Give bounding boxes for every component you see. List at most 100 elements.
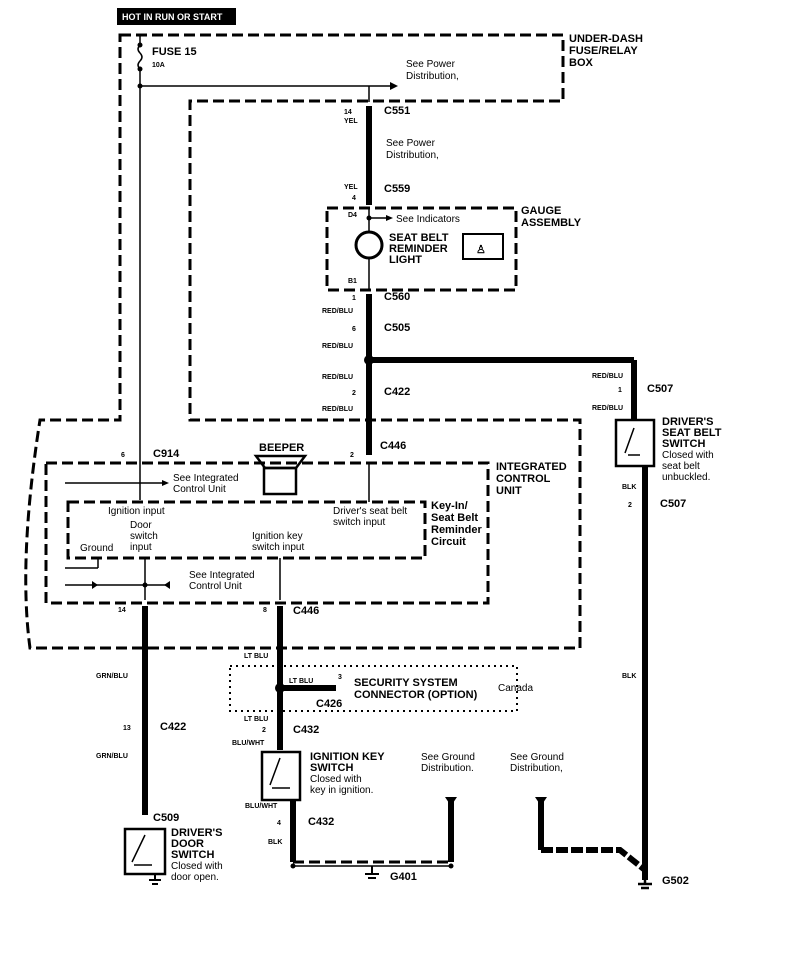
c559-pin: 4 — [352, 195, 356, 202]
seat-belt-switch-name-2: SEAT BELT — [662, 427, 722, 439]
c432a-label: C432 — [293, 724, 319, 736]
keyin-label-1: Key-In/ — [431, 500, 468, 512]
ground-input-label: Ground — [80, 543, 113, 554]
hot-in-run-label: HOT IN RUN OR START — [122, 12, 223, 22]
seat-belt-switch-icon — [614, 418, 656, 468]
ground-icon — [365, 866, 379, 879]
pin-14: 14 — [118, 607, 126, 614]
c426-label: C426 — [316, 698, 342, 710]
ignition-key-switch: BLU/WHT IGNITION KEY SWITCH Closed with … — [232, 740, 385, 862]
wire-color-grn-blu-1: GRN/BLU — [96, 673, 128, 680]
wire-color-blu-wht-1: BLU/WHT — [232, 740, 265, 747]
beeper: BEEPER — [253, 442, 308, 496]
c507b-pin: 2 — [628, 502, 632, 509]
g502-label: G502 — [662, 875, 689, 887]
under-dash-label-2: FUSE/RELAY — [569, 45, 638, 57]
wire-color-blk-2: BLK — [622, 673, 636, 680]
seat-belt-switch-desc-2: seat belt — [662, 461, 700, 472]
power-dist-note-2b: Distribution, — [386, 150, 439, 161]
hot-in-run-tag: HOT IN RUN OR START — [117, 8, 236, 25]
wire-color-red-blu-6: RED/BLU — [592, 405, 623, 412]
gauge-label-1: GAUGE — [521, 205, 561, 217]
door-input-label-1: Door — [130, 520, 152, 531]
door-switch-desc-1: Closed with — [171, 861, 223, 872]
c446a-label: C446 — [380, 440, 406, 452]
under-dash-label-3: BOX — [569, 57, 594, 69]
seat-belt-figure-icon: ♙ — [476, 244, 486, 256]
ignition-switch-name-2: SWITCH — [310, 762, 353, 774]
ignition-key-input-label-2: switch input — [252, 542, 304, 553]
ground-dist-note-2a: See Ground — [510, 752, 564, 763]
keyin-label-3: Reminder — [431, 524, 482, 536]
integrated-control-unit: INTEGRATED CONTROL UNIT 6 C914 See Integ… — [44, 442, 567, 605]
c432b-pin: 4 — [277, 820, 281, 827]
beeper-label: BEEPER — [259, 442, 304, 454]
wire-color-blk-1: BLK — [622, 484, 636, 491]
door-input-label-2: switch — [130, 531, 158, 542]
wire-color-lt-blu-1: LT BLU — [244, 653, 268, 660]
c914-label: C914 — [153, 448, 180, 460]
c507b-label: C507 — [660, 498, 686, 510]
fuse-icon — [137, 44, 143, 70]
see-icu-note-1a: See Integrated — [173, 473, 239, 484]
power-dist-note-1b: Distribution, — [406, 71, 459, 82]
seat-belt-switch-desc-1: Closed with — [662, 450, 714, 461]
ignition-key-input-label-1: Ignition key — [252, 531, 303, 542]
under-dash-boundary — [24, 33, 582, 650]
lower-wires: 14 8 C446 GRN/BLU 13 C422 GRN/BLU LT BLU — [96, 605, 319, 815]
c432a-pin: 2 — [262, 727, 266, 734]
ground-icon — [638, 876, 652, 890]
seat-belt-switch-branch: RED/BLU 1 C507 RED/BLU DRIVER'S SEAT BEL… — [592, 360, 722, 880]
arrow-icon — [162, 480, 169, 486]
see-indicators-note: See Indicators — [396, 214, 460, 225]
c446b-label: C446 — [293, 605, 319, 617]
door-switch-name-1: DRIVER'S — [171, 827, 223, 839]
security-system-connector: LT BLU 3 C426 SECURITY SYSTEM CONNECTOR … — [229, 665, 533, 736]
seat-belt-switch-name-3: SWITCH — [662, 438, 705, 450]
c505-label: C505 — [384, 322, 410, 334]
security-region-label: Canada — [498, 683, 533, 694]
see-icu-note-1b: Control Unit — [173, 484, 226, 495]
see-icu-note-2b: Control Unit — [189, 581, 242, 592]
security-label-2: CONNECTOR (OPTION) — [354, 689, 478, 701]
b1-pin: B1 — [348, 278, 357, 285]
under-dash-label-1: UNDER-DASH — [569, 33, 643, 45]
c426-pin: 3 — [338, 674, 342, 681]
c422b-label: C422 — [160, 721, 186, 733]
c422a-pin: 2 — [352, 390, 356, 397]
fuse-name: FUSE 15 — [152, 46, 197, 58]
door-input-label-3: input — [130, 542, 152, 553]
c446b-pin: 8 — [263, 607, 267, 614]
c505-pin: 6 — [352, 326, 356, 333]
c551-pin: 14 — [344, 109, 352, 116]
c507a-label: C507 — [647, 383, 673, 395]
wire-color-yel-1: YEL — [344, 118, 358, 125]
wire-color-blu-wht-2: BLU/WHT — [245, 803, 278, 810]
c560-pin: 1 — [352, 295, 356, 302]
wire-color-red-blu-4: RED/BLU — [322, 406, 353, 413]
wire-color-red-blu-3: RED/BLU — [322, 374, 353, 381]
gauge-assembly: GAUGE ASSEMBLY D4 See Indicators SEAT BE… — [325, 205, 582, 292]
door-switch-desc-2: door open. — [171, 872, 219, 883]
seat-belt-light-label-2: REMINDER — [389, 243, 448, 255]
diode-icon — [164, 581, 170, 589]
diode-icon — [92, 581, 98, 589]
seat-belt-input-label-2: switch input — [333, 517, 385, 528]
keyin-label-4: Circuit — [431, 536, 466, 548]
c560-label: C560 — [384, 291, 410, 303]
bulb-icon — [354, 230, 384, 260]
ignition-input-label: Ignition input — [108, 506, 165, 517]
door-switch-icon — [123, 827, 167, 876]
see-icu-note-2a: See Integrated — [189, 570, 255, 581]
keyin-circuit-boundary — [66, 500, 427, 560]
seat-belt-switch-desc-3: unbuckled. — [662, 472, 710, 483]
wire-color-red-blu-5: RED/BLU — [592, 373, 623, 380]
icu-label-1: INTEGRATED — [496, 461, 567, 473]
wire-color-blk-3: BLK — [268, 839, 282, 846]
door-switch-name-3: SWITCH — [171, 849, 214, 861]
ground-dist-note-2b: Distribution, — [510, 763, 563, 774]
fuse-15: FUSE 15 10A See Power Distribution, — [137, 35, 459, 465]
security-label-1: SECURITY SYSTEM — [354, 677, 458, 689]
c432b-label: C432 — [308, 816, 334, 828]
driver-door-switch: C509 DRIVER'S DOOR SWITCH Closed with do… — [123, 812, 223, 885]
